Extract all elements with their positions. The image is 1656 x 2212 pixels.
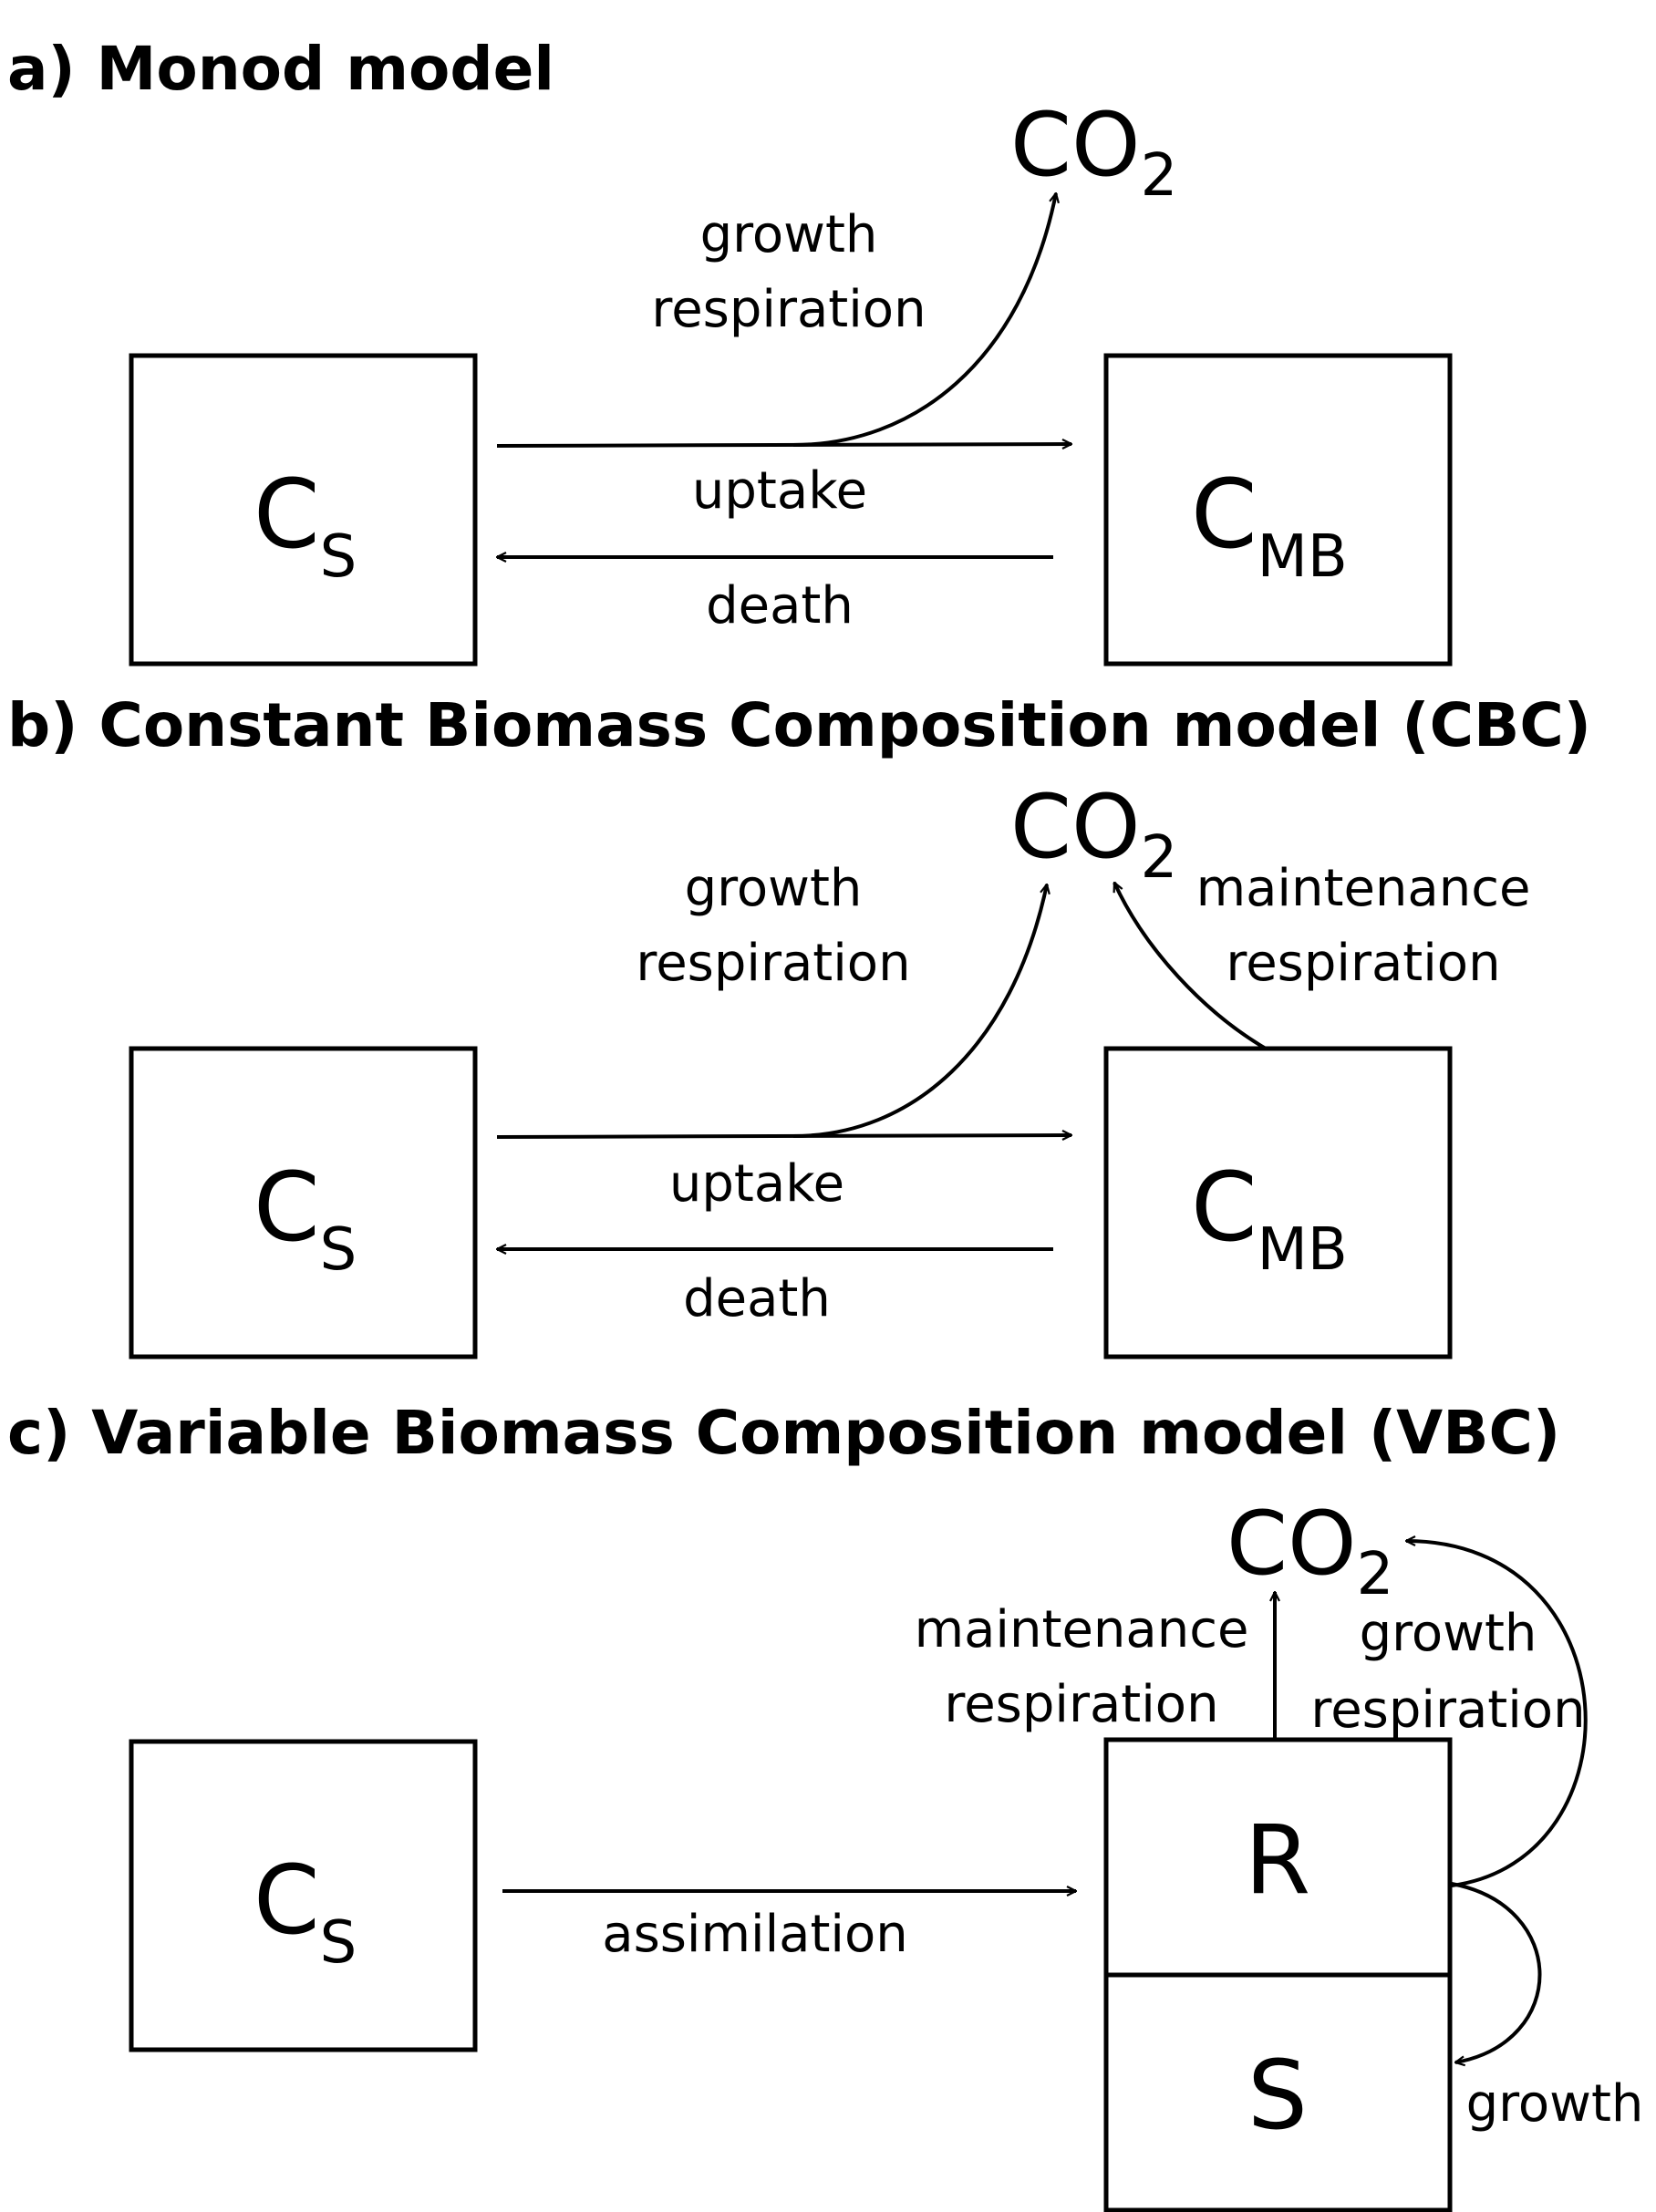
substrate-box — [129, 1739, 478, 2052]
uptake-label: uptake — [669, 1154, 844, 1214]
death-label: death — [683, 1269, 831, 1328]
growth-respiration-arrow — [1406, 1541, 1588, 1887]
panel-a-title: a) Monod model — [7, 34, 554, 104]
co2-label: CO2 — [1226, 1493, 1393, 1608]
panel-b: b) Constant Biomass Composition model (C… — [7, 690, 1591, 1359]
co2-label: CO2 — [1010, 94, 1177, 210]
biomass-box — [1103, 353, 1453, 667]
growth-respiration-label-line2: respiration — [1310, 1680, 1585, 1740]
substrate-box — [129, 1046, 478, 1359]
growth-respiration-arrow — [792, 884, 1047, 1138]
maintenance-respiration-label-line2: respiration — [1226, 934, 1500, 993]
structure-box — [1103, 1972, 1453, 2212]
uptake-label: uptake — [692, 461, 867, 521]
growth-respiration-label-line2: respiration — [651, 280, 926, 339]
biomass-label: CMB — [1191, 459, 1348, 591]
growth-label: growth — [1466, 2074, 1644, 2134]
maintenance-respiration-label-line1: maintenance — [915, 1600, 1249, 1659]
maintenance-respiration-label-line2: respiration — [944, 1675, 1218, 1734]
reserve-label: R — [1245, 1804, 1310, 1916]
substrate-label: CS — [254, 1152, 357, 1284]
death-label: death — [706, 576, 854, 636]
growth-respiration-label-line2: respiration — [636, 934, 910, 993]
substrate-label: CS — [254, 459, 357, 591]
reserve-box — [1103, 1737, 1453, 1978]
uptake-arrow — [496, 1135, 1071, 1137]
panel-a: a) Monod model CO2 CS CMB growth respira… — [7, 34, 1453, 667]
panel-b-title: b) Constant Biomass Composition model (C… — [7, 690, 1591, 760]
maintenance-respiration-label-line1: maintenance — [1196, 859, 1531, 918]
maintenance-respiration-arrow — [1113, 883, 1268, 1050]
substrate-box — [129, 353, 478, 667]
assimilation-label: assimilation — [602, 1905, 907, 1964]
growth-respiration-arrow — [792, 193, 1056, 447]
growth-respiration-label-line1: growth — [700, 205, 878, 264]
co2-label: CO2 — [1010, 776, 1177, 892]
uptake-arrow — [496, 444, 1071, 446]
growth-respiration-label-line1: growth — [1360, 1604, 1537, 1663]
structure-label: S — [1247, 2040, 1308, 2151]
growth-arrow — [1451, 1882, 1542, 2062]
panel-c-title: c) Variable Biomass Composition model (V… — [7, 1398, 1560, 1468]
panel-c: c) Variable Biomass Composition model (V… — [7, 1398, 1644, 2212]
growth-respiration-label-line1: growth — [685, 859, 863, 918]
biomass-label: CMB — [1191, 1152, 1348, 1284]
biomass-box — [1103, 1046, 1453, 1359]
substrate-label: CS — [254, 1845, 357, 1977]
